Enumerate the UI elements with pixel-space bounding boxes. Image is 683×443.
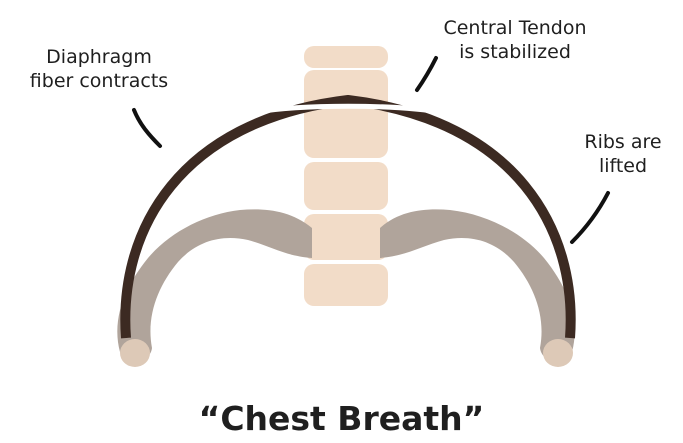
leader-ribs: [572, 193, 608, 242]
left-rib-end: [120, 339, 150, 367]
right-rib-end: [543, 339, 573, 367]
spine: [304, 46, 388, 306]
ribs-label-line2: lifted: [575, 154, 671, 178]
central-tendon-label: Central Tendon is stabilized: [414, 16, 616, 64]
ribs-label: Ribs are lifted: [575, 130, 671, 178]
diaphragm-label-line1: Diaphragm: [20, 45, 178, 69]
vertebra: [304, 264, 388, 306]
leader-diaphragm: [134, 110, 160, 146]
vertebra: [304, 162, 388, 210]
vertebra: [304, 70, 388, 158]
right-rib-shape: [380, 209, 575, 361]
right-rib: [380, 209, 575, 367]
central-tendon-label-line2: is stabilized: [414, 40, 616, 64]
diaphragm-label-line2: fiber contracts: [20, 69, 178, 93]
vertebra: [304, 214, 388, 260]
central-tendon-label-line1: Central Tendon: [414, 16, 616, 40]
ribs-label-line1: Ribs are: [575, 130, 671, 154]
diaphragm-label: Diaphragm fiber contracts: [20, 45, 178, 93]
diagram-caption: “Chest Breath”: [0, 398, 683, 440]
vertebra-top: [304, 46, 388, 68]
